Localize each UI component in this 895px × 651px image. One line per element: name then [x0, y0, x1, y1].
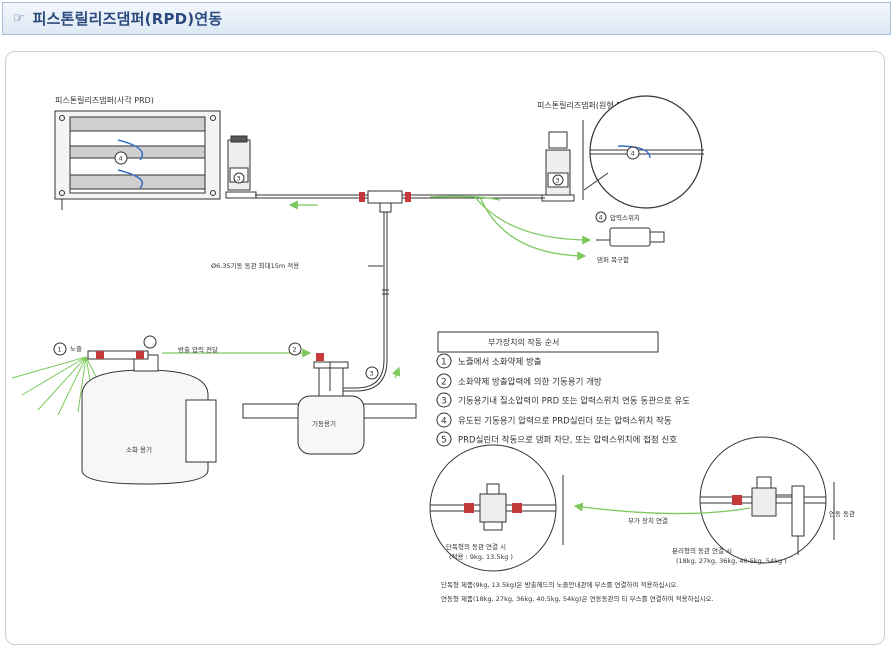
leader-line [583, 172, 609, 191]
tee-fitting [732, 495, 742, 505]
step-marker-4 [114, 151, 128, 165]
flow-line [573, 502, 751, 515]
round-damper-label: 피스톤릴리즈댐퍼(원형 PRD) [537, 100, 636, 110]
pressure-switch [596, 227, 665, 247]
pipe-break-mark [382, 289, 389, 295]
square-prd-actuator [225, 135, 257, 199]
title-bar: ☞ 피스톤릴리즈댐퍼(RPD)연동 [2, 2, 891, 35]
step-marker-3 [552, 174, 564, 186]
flow-arrow [391, 366, 401, 379]
sequence-title-box [437, 331, 659, 353]
svg-text:3: 3 [370, 370, 374, 378]
note-1: 단독형 제품(9kg, 13.5kg)은 방출헤드의 노즐안내관에 부스를 연결… [441, 580, 678, 589]
svg-text:3: 3 [237, 175, 241, 183]
square-damper-label: 피스톤릴리즈댐퍼(사각 PRD) [55, 95, 154, 105]
svg-text:4: 4 [631, 150, 635, 158]
svg-text:4: 4 [599, 214, 603, 222]
split-caption: 분리형의 동관 연결 시 [672, 546, 732, 555]
tee-fitting [405, 192, 411, 202]
svg-text:1: 1 [441, 358, 447, 368]
step-marker-4 [626, 146, 640, 160]
tee-fitting [464, 503, 474, 513]
damper-return-label: 댐퍼 복구함 [597, 255, 629, 264]
agent-tank [81, 335, 217, 485]
step-text: 기동용기내 질소압력이 PRD 또는 압력스위치 연동 동관으로 유도 [458, 396, 690, 407]
split-sub: (18kg, 27kg, 36kg, 40.5kg, 54kg ) [676, 557, 787, 565]
square-damper [54, 110, 221, 210]
single-caption: 단독형의 동관 연결 시 [446, 542, 506, 551]
page-title: 피스톤릴리즈댐퍼(RPD)연동 [32, 10, 223, 28]
step-marker-4 [595, 211, 607, 223]
step-marker-2 [288, 342, 302, 356]
nozzle-fitting [96, 351, 104, 359]
tee-fitting [359, 192, 365, 202]
step-marker-3 [365, 366, 379, 380]
round-damper [582, 95, 704, 209]
step-text: 소화약제 방출압력에 의한 기동용기 개방 [458, 377, 602, 388]
single-sub: (적용 : 9kg, 13.5kg ) [449, 553, 513, 561]
discharge-pressure-label: 방출 압력 전달 [178, 345, 218, 354]
actuator-tank [242, 361, 417, 455]
step-marker-1 [53, 342, 67, 356]
svg-text:5: 5 [441, 436, 447, 446]
step-text: PRD실린더 작동으로 댐퍼 차단, 또는 압력스위치에 접점 신호 [458, 435, 677, 446]
sequence-steps: 1 노즐에서 소화약제 방출 2 소화약제 방출압력에 의한 기동용기 개방 3… [436, 353, 690, 447]
svg-text:3: 3 [556, 177, 560, 185]
svg-text:2: 2 [441, 378, 447, 388]
split-type-connection [699, 436, 835, 564]
svg-text:4: 4 [119, 155, 123, 163]
aux-connect-label: 부가 장치 연결 [628, 516, 668, 525]
rotation-arrow-icon [617, 145, 651, 159]
flow-line [479, 196, 587, 261]
single-type-connection [429, 444, 564, 572]
nozzle-label: 노즐 [70, 345, 82, 353]
svg-text:2: 2 [293, 346, 297, 354]
rotation-arrow-icon [117, 139, 144, 161]
linked-copper-pipe [255, 190, 545, 392]
actuator-tank-label: 기동용기 [312, 419, 336, 428]
svg-text:1: 1 [58, 346, 62, 354]
pointing-hand-icon: ☞ [13, 11, 25, 26]
note-2: 연동형 제품(18kg, 27kg, 36kg, 40.5kg, 54kg)은 … [441, 594, 714, 603]
step-marker-3 [233, 172, 245, 184]
flow-arrow [429, 195, 501, 201]
step-text: 노즐에서 소화약제 방출 [458, 357, 542, 368]
pressure-switch-label: 압력스위치 [610, 213, 640, 222]
step-text: 유도된 기동용기 압력으로 PRD실린더 또는 압력스위치 작동 [458, 416, 672, 427]
tee-fitting [512, 503, 522, 513]
valve-fitting [136, 351, 144, 359]
rotation-arrow-icon [117, 169, 144, 189]
linked-pipe-label: 연동 동관 [829, 509, 855, 518]
svg-text:3: 3 [441, 397, 447, 407]
agent-tank-label: 소화 용기 [126, 445, 152, 454]
round-prd-actuator [541, 131, 575, 202]
flow-line [474, 196, 592, 245]
pipe-spec-label: Ø6.35기동 동관 최대15m 적용 [211, 261, 299, 270]
valve-fitting [316, 353, 324, 361]
svg-text:4: 4 [441, 417, 447, 427]
sequence-title: 부가장치의 작동 순서 [488, 337, 559, 347]
